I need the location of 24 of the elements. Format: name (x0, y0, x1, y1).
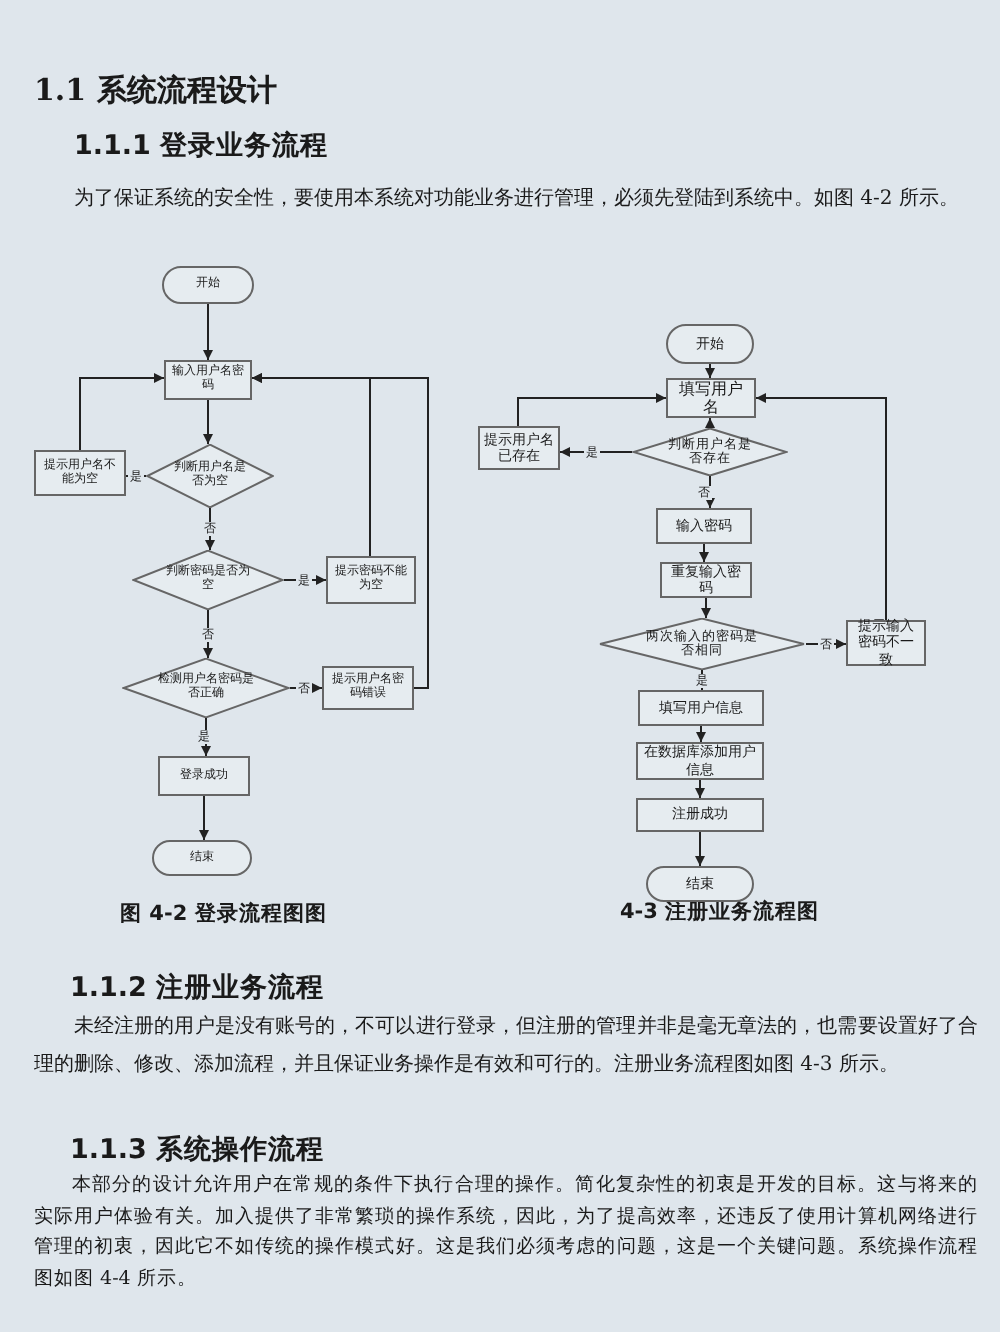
arrow (695, 831, 705, 867)
arrow (251, 373, 429, 689)
arrow (79, 373, 165, 451)
process-box: 填写用户名 (666, 378, 756, 418)
arrow (517, 393, 667, 427)
arrow (705, 417, 715, 429)
subsection-heading: 1.1.2 注册业务流程 (70, 970, 327, 1006)
subsection-heading: 1.1.1 登录业务流程 (74, 128, 331, 164)
figure-caption: 图 4-2 登录流程图图 (120, 900, 329, 928)
arrow (755, 393, 887, 621)
section-heading: 1.1 系统流程设计 (34, 72, 277, 110)
arrow (203, 303, 213, 361)
arrow (203, 399, 213, 445)
paragraph: 本部分的设计允许用户在常规的条件下执行合理的操作。简化复杂性的初衷是开发的目标。这与将来的实际用户体验有关。加入提供了非常繁琐的操作系统，因此，为了提高效率，还违反了使用计算机网络进行管理的初衷，因此它不如传统的操作模式好。这是我们必须考虑的问题，这是一个关键问题。系统操作流程图如图 4-4 所示。 (34, 1172, 978, 1293)
subsection-heading: 1.1.3 系统操作流程 (70, 1132, 327, 1168)
arrow (705, 475, 715, 509)
arrow (696, 725, 706, 743)
paragraph: 为了保证系统的安全性，要使用本系统对功能业务进行管理，必须先登陆到系统中。如图 4-2 所示。 (72, 185, 961, 214)
paragraph: 未经注册的用户是没有账号的，不可以进行登录，但注册的管理并非是毫无章法的，也需要设置好了合理的删除、修改、添加流程，并且保证业务操作是有效和可行的。注册业务流程图如图 4-3 所示。 (34, 1013, 978, 1080)
arrow (199, 795, 209, 841)
arrow (699, 543, 709, 563)
arrow (705, 363, 715, 379)
arrow (695, 779, 705, 799)
arrow (701, 597, 711, 619)
